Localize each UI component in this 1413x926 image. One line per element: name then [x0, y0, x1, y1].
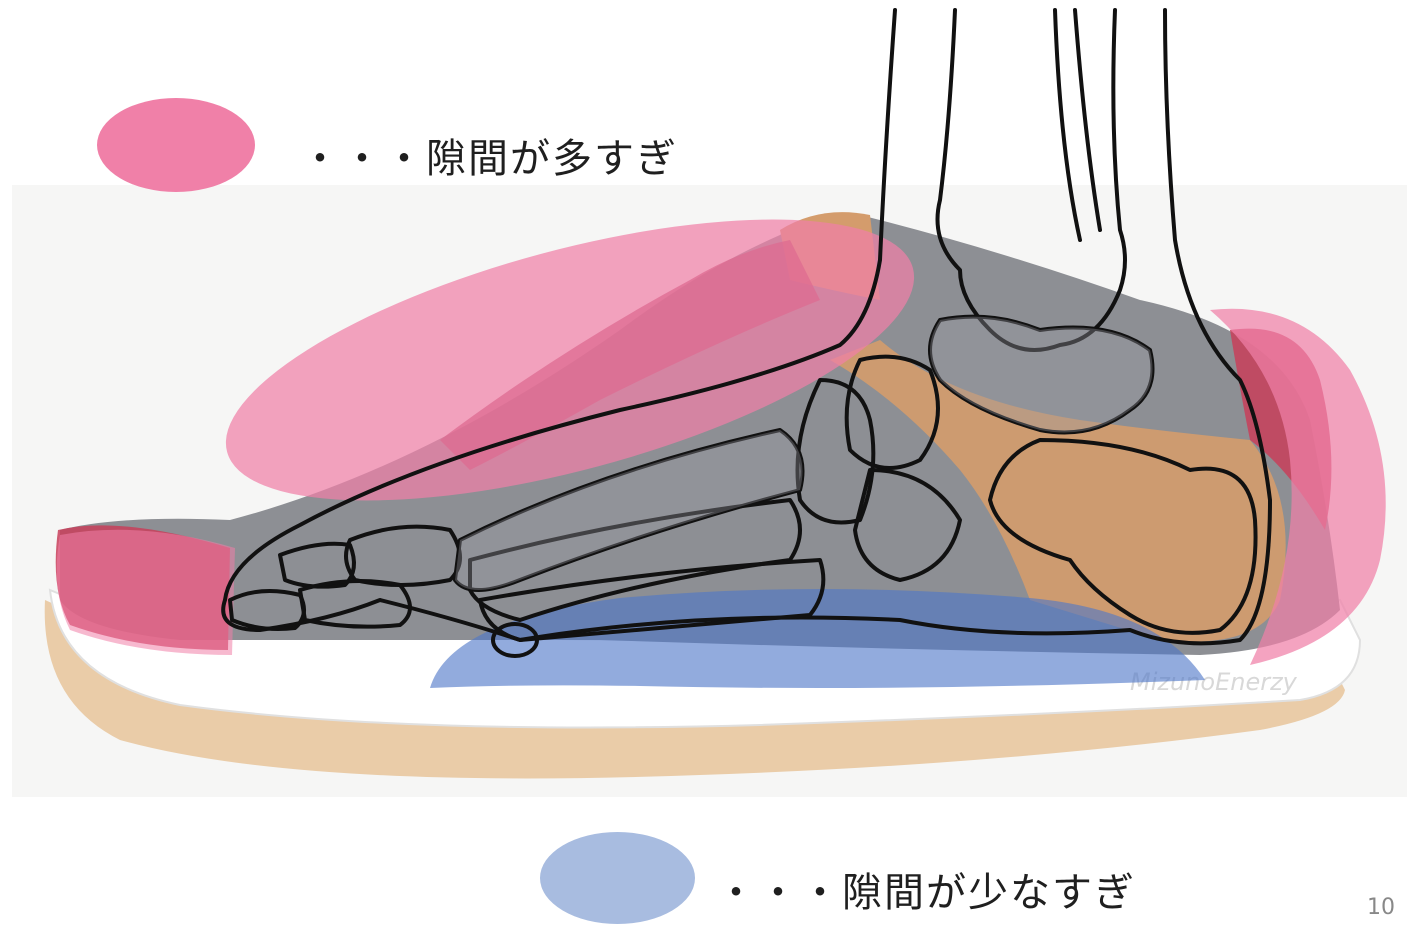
- legend-swatch-too-much-gap: [97, 98, 255, 192]
- legend-label-too-little-gap: ・・・隙間が少なすぎ: [716, 860, 1136, 918]
- fibula-bone: [1055, 10, 1100, 240]
- legend-swatch-too-little-gap: [540, 832, 695, 924]
- page-number: 10: [1367, 895, 1395, 920]
- legend-label-too-much-gap: ・・・隙間が多すぎ: [300, 126, 678, 184]
